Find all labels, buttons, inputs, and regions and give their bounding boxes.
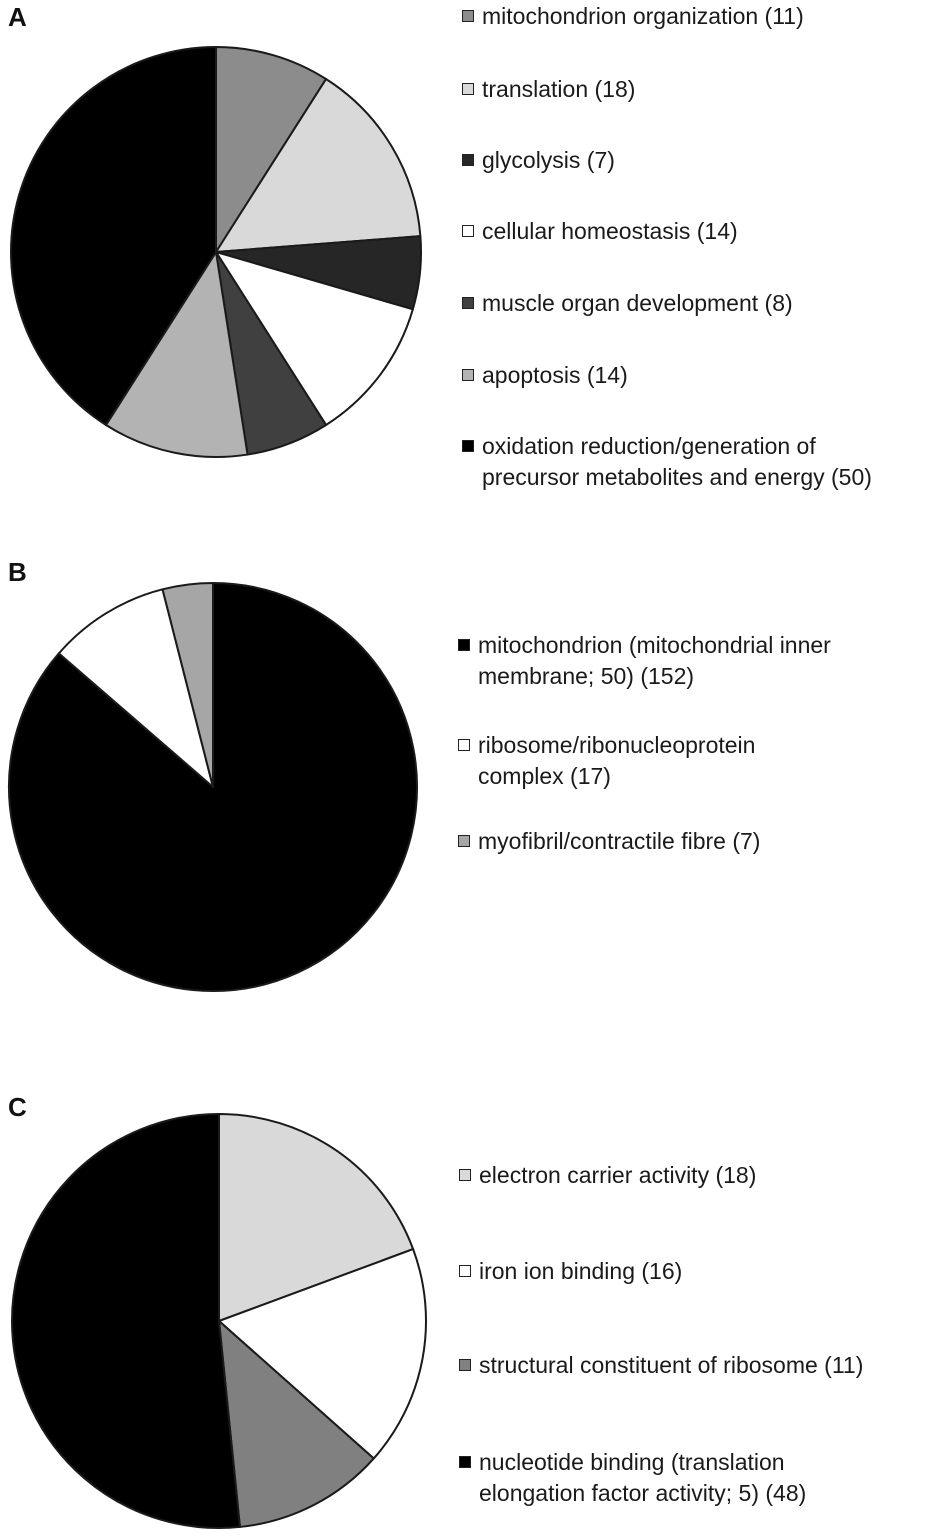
legend-swatch <box>458 835 470 847</box>
legend-c: electron carrier activity (18) iron ion b… <box>0 1090 950 1536</box>
legend-label: muscle organ development (8) <box>482 290 793 316</box>
legend-swatch <box>459 1169 471 1181</box>
legend-label: nucleotide binding (translation elongati… <box>479 1449 807 1506</box>
legend-label: mitochondrion (mitochondrial inner membr… <box>478 632 831 689</box>
legend-label: electron carrier activity (18) <box>479 1162 757 1188</box>
panel-label-b: B <box>8 557 27 587</box>
legend-label: translation (18) <box>482 76 636 102</box>
panel-label-a: A <box>8 2 27 32</box>
legend-label: glycolysis (7) <box>482 147 615 173</box>
legend-label: mitochondrion organization (11) <box>482 3 804 29</box>
legend-swatch <box>462 440 474 452</box>
legend-b: mitochondrion (mitochondrial inner membr… <box>0 555 950 995</box>
pie-slice-1 <box>215 46 328 253</box>
pie-slice-7 <box>10 46 217 426</box>
legend-label: ribosome/ribonucleoprotein complex (17) <box>478 732 756 789</box>
legend-swatch <box>462 297 474 309</box>
legend-swatch <box>459 1265 471 1277</box>
legend-swatch <box>462 10 474 22</box>
legend-label: iron ion binding (16) <box>479 1258 683 1284</box>
chart-panel-a: A mitochondrion organization (11) transla… <box>0 0 950 500</box>
legend-swatch <box>462 83 474 95</box>
pie-slice-3 <box>161 582 214 788</box>
legend-swatch <box>459 1359 471 1371</box>
chart-panel-b: B mitochondrion (mitochondrial inner mem… <box>0 555 950 995</box>
legend-swatch <box>459 1456 471 1468</box>
legend-swatch <box>462 154 474 166</box>
legend-label: structural constituent of ribosome (11) <box>479 1352 864 1378</box>
pie-slice-2 <box>218 1248 427 1460</box>
legend-label: cellular homeostasis (14) <box>482 218 738 244</box>
legend-label: myofibril/contractile fibre (7) <box>478 828 761 854</box>
pie-chart-c <box>11 1113 427 1529</box>
pie-chart-b <box>8 582 418 992</box>
pie-chart-a <box>10 46 422 458</box>
legend-swatch <box>458 739 470 751</box>
chart-panel-c: C electron carrier activity (18) iron ion… <box>0 1090 950 1536</box>
legend-a: mitochondrion organization (11) translati… <box>0 0 950 500</box>
legend-swatch <box>462 369 474 381</box>
legend-swatch <box>462 225 474 237</box>
legend-label: apoptosis (14) <box>482 362 628 388</box>
pie-slice-1 <box>218 1113 415 1322</box>
pie-slice-6 <box>104 251 249 458</box>
panel-label-c: C <box>8 1092 27 1122</box>
pie-slice-4 <box>215 251 414 426</box>
legend-swatch <box>458 639 470 651</box>
legend-label: oxidation reduction/generation of precur… <box>482 433 872 490</box>
pie-slice-3 <box>218 1320 375 1528</box>
pie-slice-4 <box>11 1113 241 1529</box>
pie-slice-2 <box>215 78 422 253</box>
